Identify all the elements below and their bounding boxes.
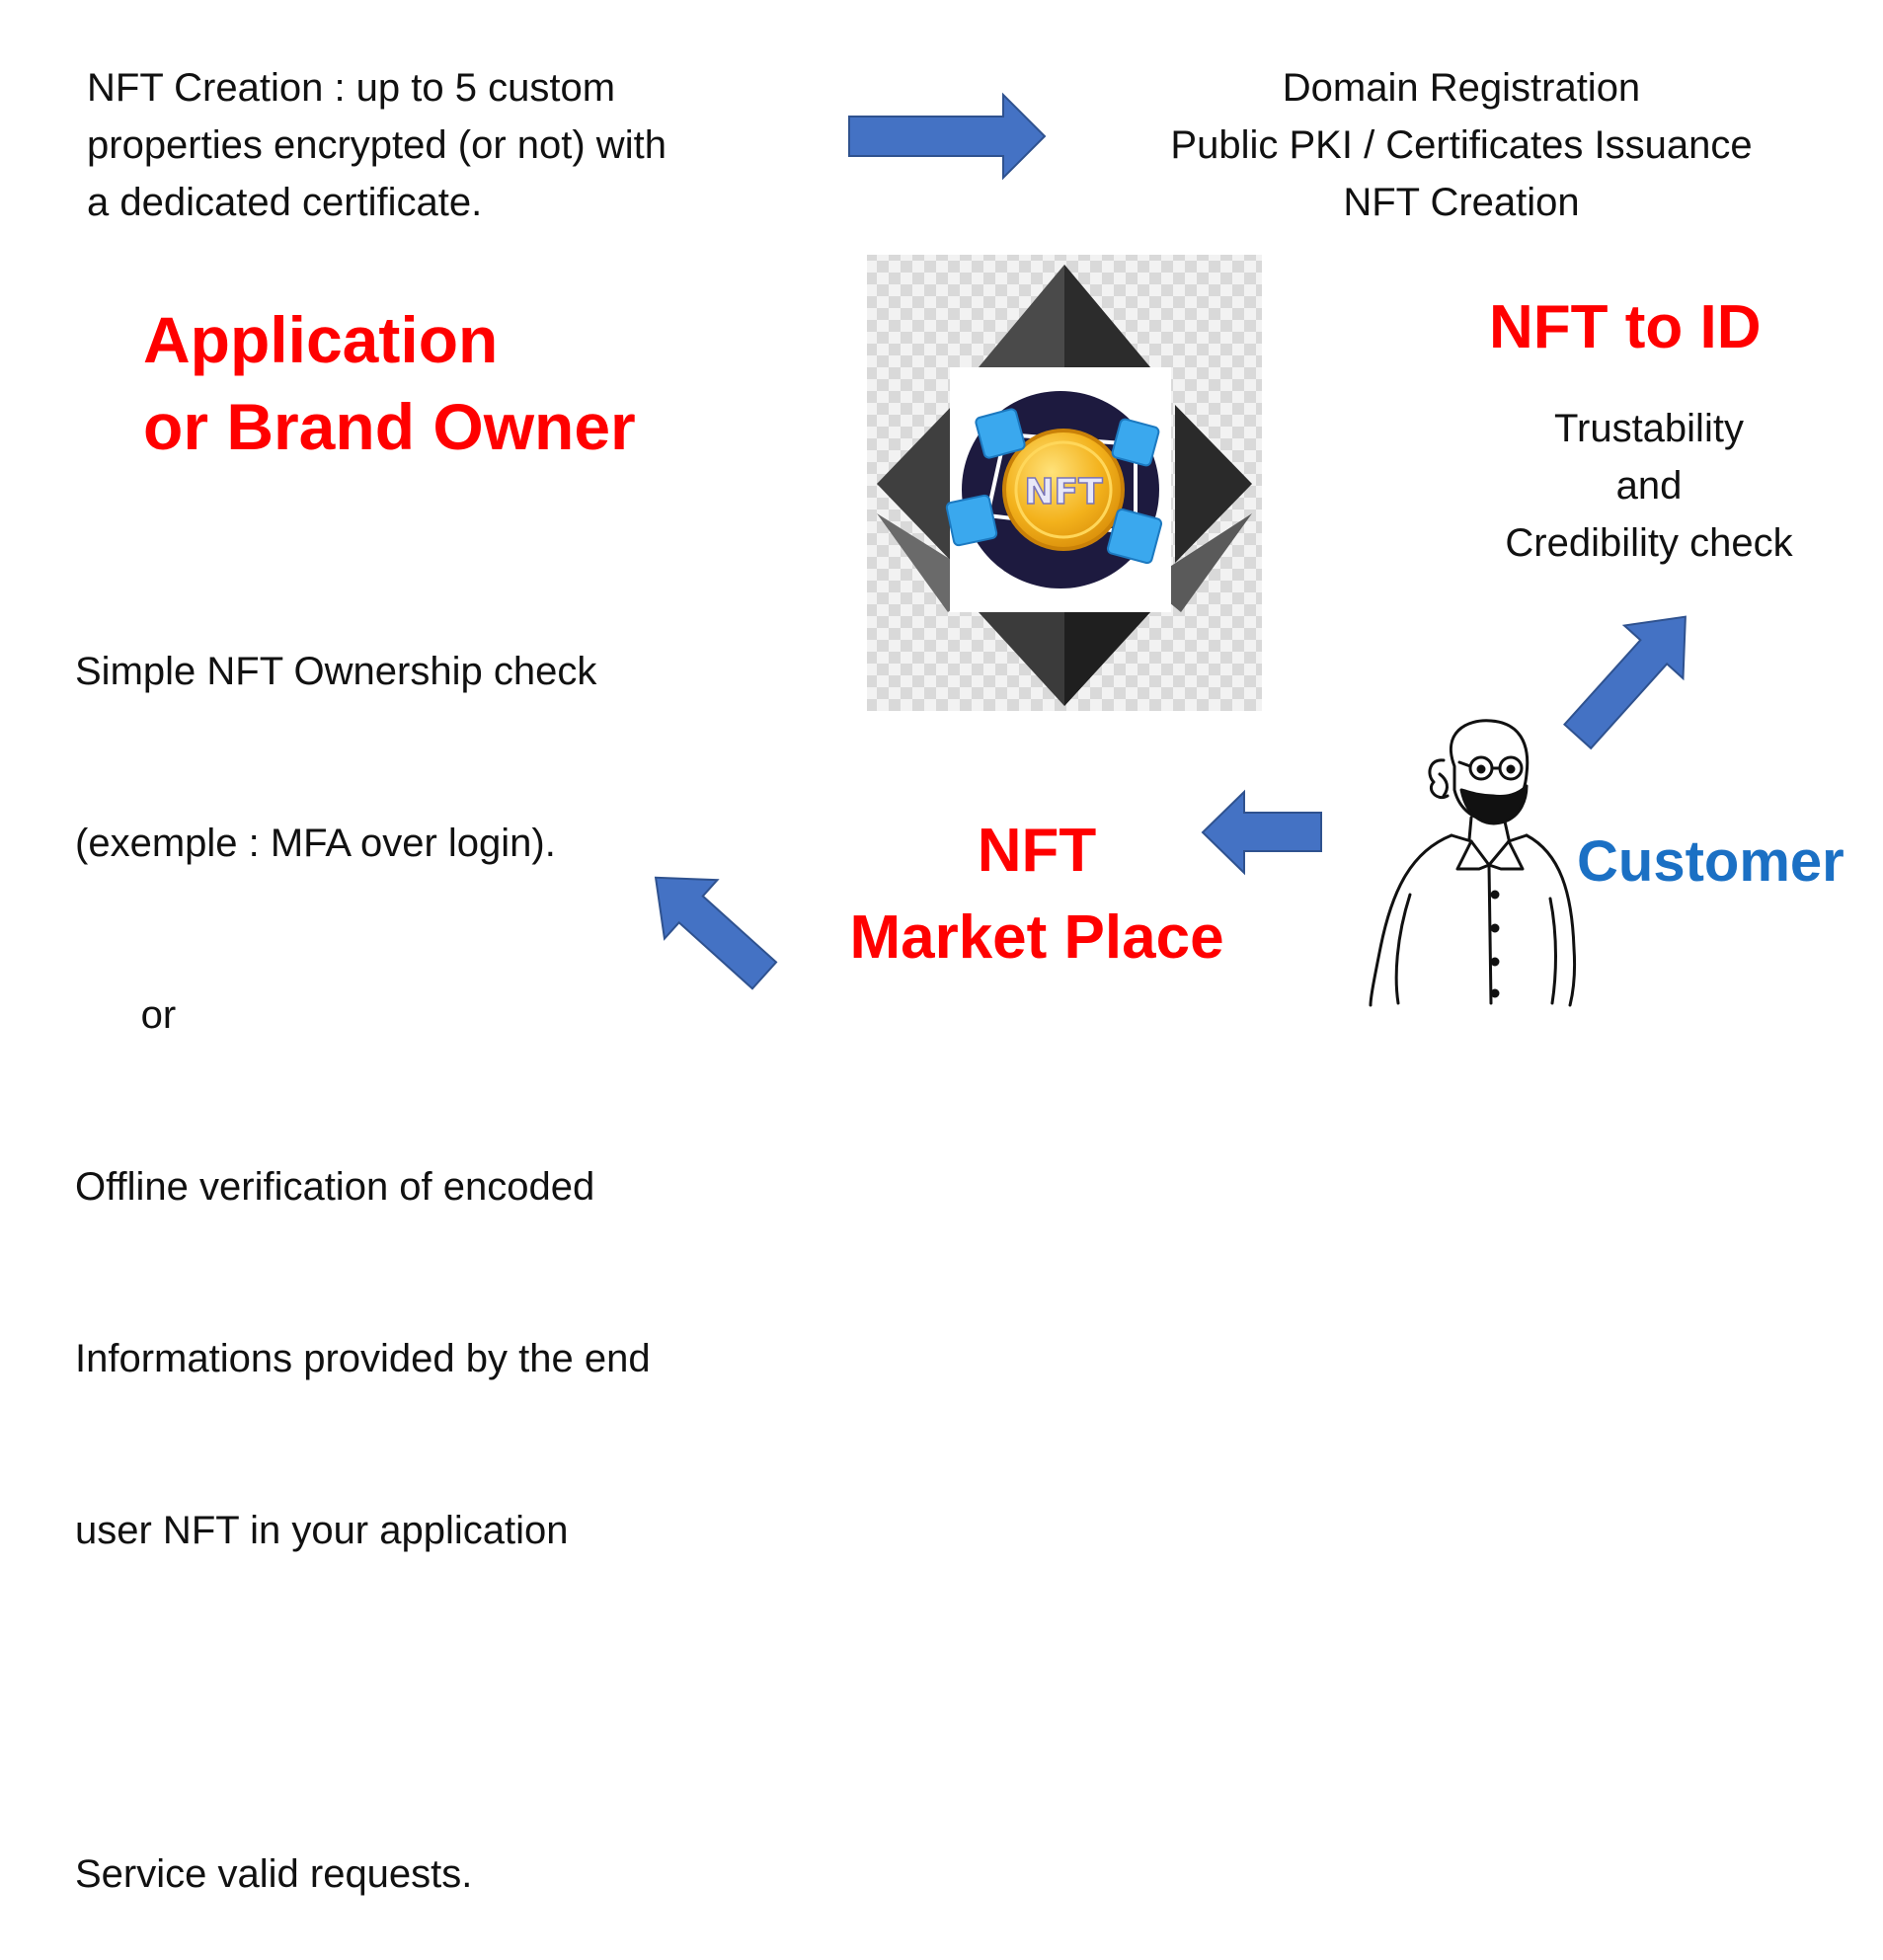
title-line: NFT bbox=[977, 817, 1097, 885]
text-line: Service valid requests. bbox=[75, 1852, 473, 1896]
services-list: Domain Registration Public PKI / Certifi… bbox=[1116, 59, 1807, 231]
arrow-left-icon bbox=[1201, 789, 1322, 876]
application-owner-title: Application or Brand Owner bbox=[143, 296, 636, 470]
arrow-right-icon bbox=[848, 92, 1047, 181]
text-line: Credibility check bbox=[1505, 521, 1793, 565]
arrow-up-right-icon bbox=[1563, 615, 1687, 750]
text-line: (exemple : MFA over login). bbox=[75, 822, 556, 865]
text-line: Public PKI / Certificates Issuance bbox=[1170, 123, 1753, 167]
trust-description: Trustability and Credibility check bbox=[1461, 400, 1837, 572]
market-place-title: NFT Market Place bbox=[829, 808, 1244, 981]
text-line: a dedicated certificate. bbox=[87, 181, 483, 224]
title-line: Application bbox=[143, 303, 499, 376]
title-line: or Brand Owner bbox=[143, 390, 636, 463]
coin-label: NFT bbox=[1024, 472, 1103, 512]
text-line: Informations provided by the end bbox=[75, 1337, 651, 1380]
text-line: Simple NFT Ownership check bbox=[75, 650, 597, 693]
customer-person-icon bbox=[1369, 719, 1576, 1007]
customer-label: Customer bbox=[1577, 829, 1844, 894]
text-line: Trustability bbox=[1554, 407, 1744, 450]
diagram-canvas: NFT bbox=[654, 92, 1687, 1007]
nft-creation-description: NFT Creation : up to 5 custom properties… bbox=[87, 59, 667, 231]
text-line: user NFT in your application bbox=[75, 1509, 569, 1552]
verification-description: Simple NFT Ownership check (exemple : MF… bbox=[75, 528, 651, 1960]
text-line: and bbox=[1615, 464, 1683, 508]
ethereum-nft-icon: NFT bbox=[867, 255, 1262, 711]
text-line: NFT Creation bbox=[1343, 181, 1580, 224]
text-line: properties encrypted (or not) with bbox=[87, 123, 667, 167]
nft-to-id-title: NFT to ID bbox=[1489, 293, 1762, 361]
text-line: or bbox=[75, 993, 177, 1037]
arrow-up-left-icon bbox=[654, 876, 778, 990]
text-line: Offline verification of encoded bbox=[75, 1165, 595, 1209]
text-line: Domain Registration bbox=[1282, 66, 1641, 110]
text-line: NFT Creation : up to 5 custom bbox=[87, 66, 616, 110]
text-line-spacer bbox=[75, 1674, 651, 1731]
title-line: Market Place bbox=[849, 903, 1224, 972]
